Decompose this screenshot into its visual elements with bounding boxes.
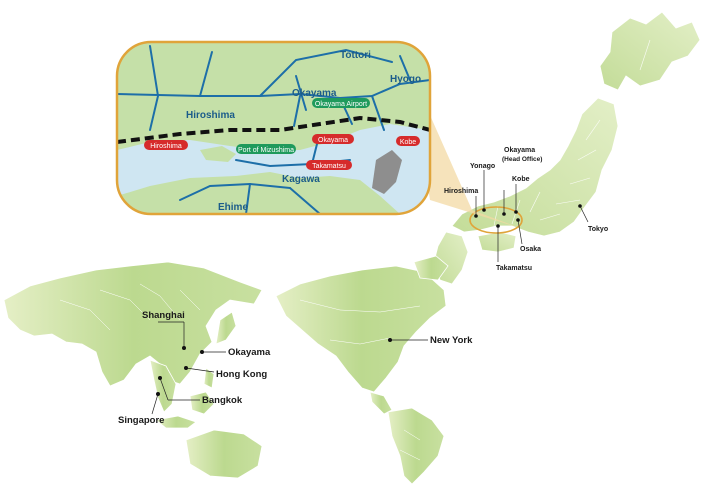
svg-text:Kobe: Kobe (400, 139, 416, 146)
japan-markers (475, 170, 589, 262)
svg-text:Okayama: Okayama (318, 137, 348, 144)
label-hiroshima-japan: Hiroshima (444, 188, 478, 195)
pill-kobe: Kobe (396, 136, 420, 146)
philippines (203, 367, 215, 389)
region-hiroshima: Hiroshima (186, 110, 235, 121)
label-tokyo: Tokyo (588, 226, 608, 233)
region-okayama: Okayama (292, 88, 337, 99)
label-new-york: New York (430, 335, 473, 346)
region-kagawa: Kagawa (282, 174, 320, 185)
inset-border (115, 40, 432, 216)
hokkaido (599, 11, 701, 91)
label-kobe-japan: Kobe (512, 176, 530, 183)
inset-connector (410, 70, 520, 228)
region-hyogo: Hyogo (390, 74, 421, 85)
small-island (200, 146, 236, 162)
pill-takamatsu: Takamatsu (306, 160, 352, 170)
label-okayama-world: Okayama (228, 347, 271, 358)
australia (185, 429, 263, 479)
pill-hiroshima: Hiroshima (144, 140, 188, 150)
country-borders (59, 283, 421, 461)
label-yonago: Yonago (470, 163, 495, 170)
inset-shikoku (117, 172, 400, 214)
world-dots (156, 338, 392, 396)
japan-landmass (433, 11, 701, 285)
inset-roads (117, 45, 430, 214)
rail-line (117, 115, 430, 144)
japan-small (215, 311, 237, 345)
region-ehime: Ehime (218, 202, 248, 213)
honshu (451, 97, 619, 237)
label-osaka: Osaka (520, 246, 541, 253)
svg-text:Port of Mizushima: Port of Mizushima (238, 147, 294, 154)
label-bangkok: Bangkok (202, 395, 243, 406)
inset-map: Tottori Hyogo Okayama Hiroshima Kagawa E… (115, 40, 432, 216)
pill-port-of-mizushima: Port of Mizushima (236, 144, 296, 154)
svg-text:Hiroshima: Hiroshima (150, 143, 182, 150)
japan-dots (474, 204, 582, 228)
central-america (369, 391, 393, 415)
greenland (413, 255, 449, 281)
label-okayama-hq: Okayama (504, 147, 535, 154)
indonesia (155, 415, 197, 429)
pill-okayama-airport: Okayama Airport (312, 98, 370, 108)
label-shanghai: Shanghai (142, 310, 185, 321)
prefecture-borders (493, 39, 651, 227)
north-america (275, 265, 447, 393)
world-leaders (151, 321, 428, 415)
label-takamatsu-japan: Takamatsu (496, 265, 532, 272)
svg-text:Takamatsu: Takamatsu (312, 163, 346, 170)
label-hong-kong: Hong Kong (216, 369, 267, 380)
svg-text:Okayama Airport: Okayama Airport (315, 101, 367, 108)
inset-highlight (469, 206, 523, 234)
label-head-office: (Head Office) (502, 156, 542, 163)
region-tottori: Tottori (340, 50, 371, 61)
shikoku (477, 231, 517, 253)
eurasia (3, 261, 263, 387)
awaji-island (372, 150, 402, 194)
label-singapore: Singapore (118, 415, 164, 426)
south-america (387, 407, 445, 485)
pill-okayama: Okayama (312, 134, 354, 144)
borneo (189, 391, 215, 415)
